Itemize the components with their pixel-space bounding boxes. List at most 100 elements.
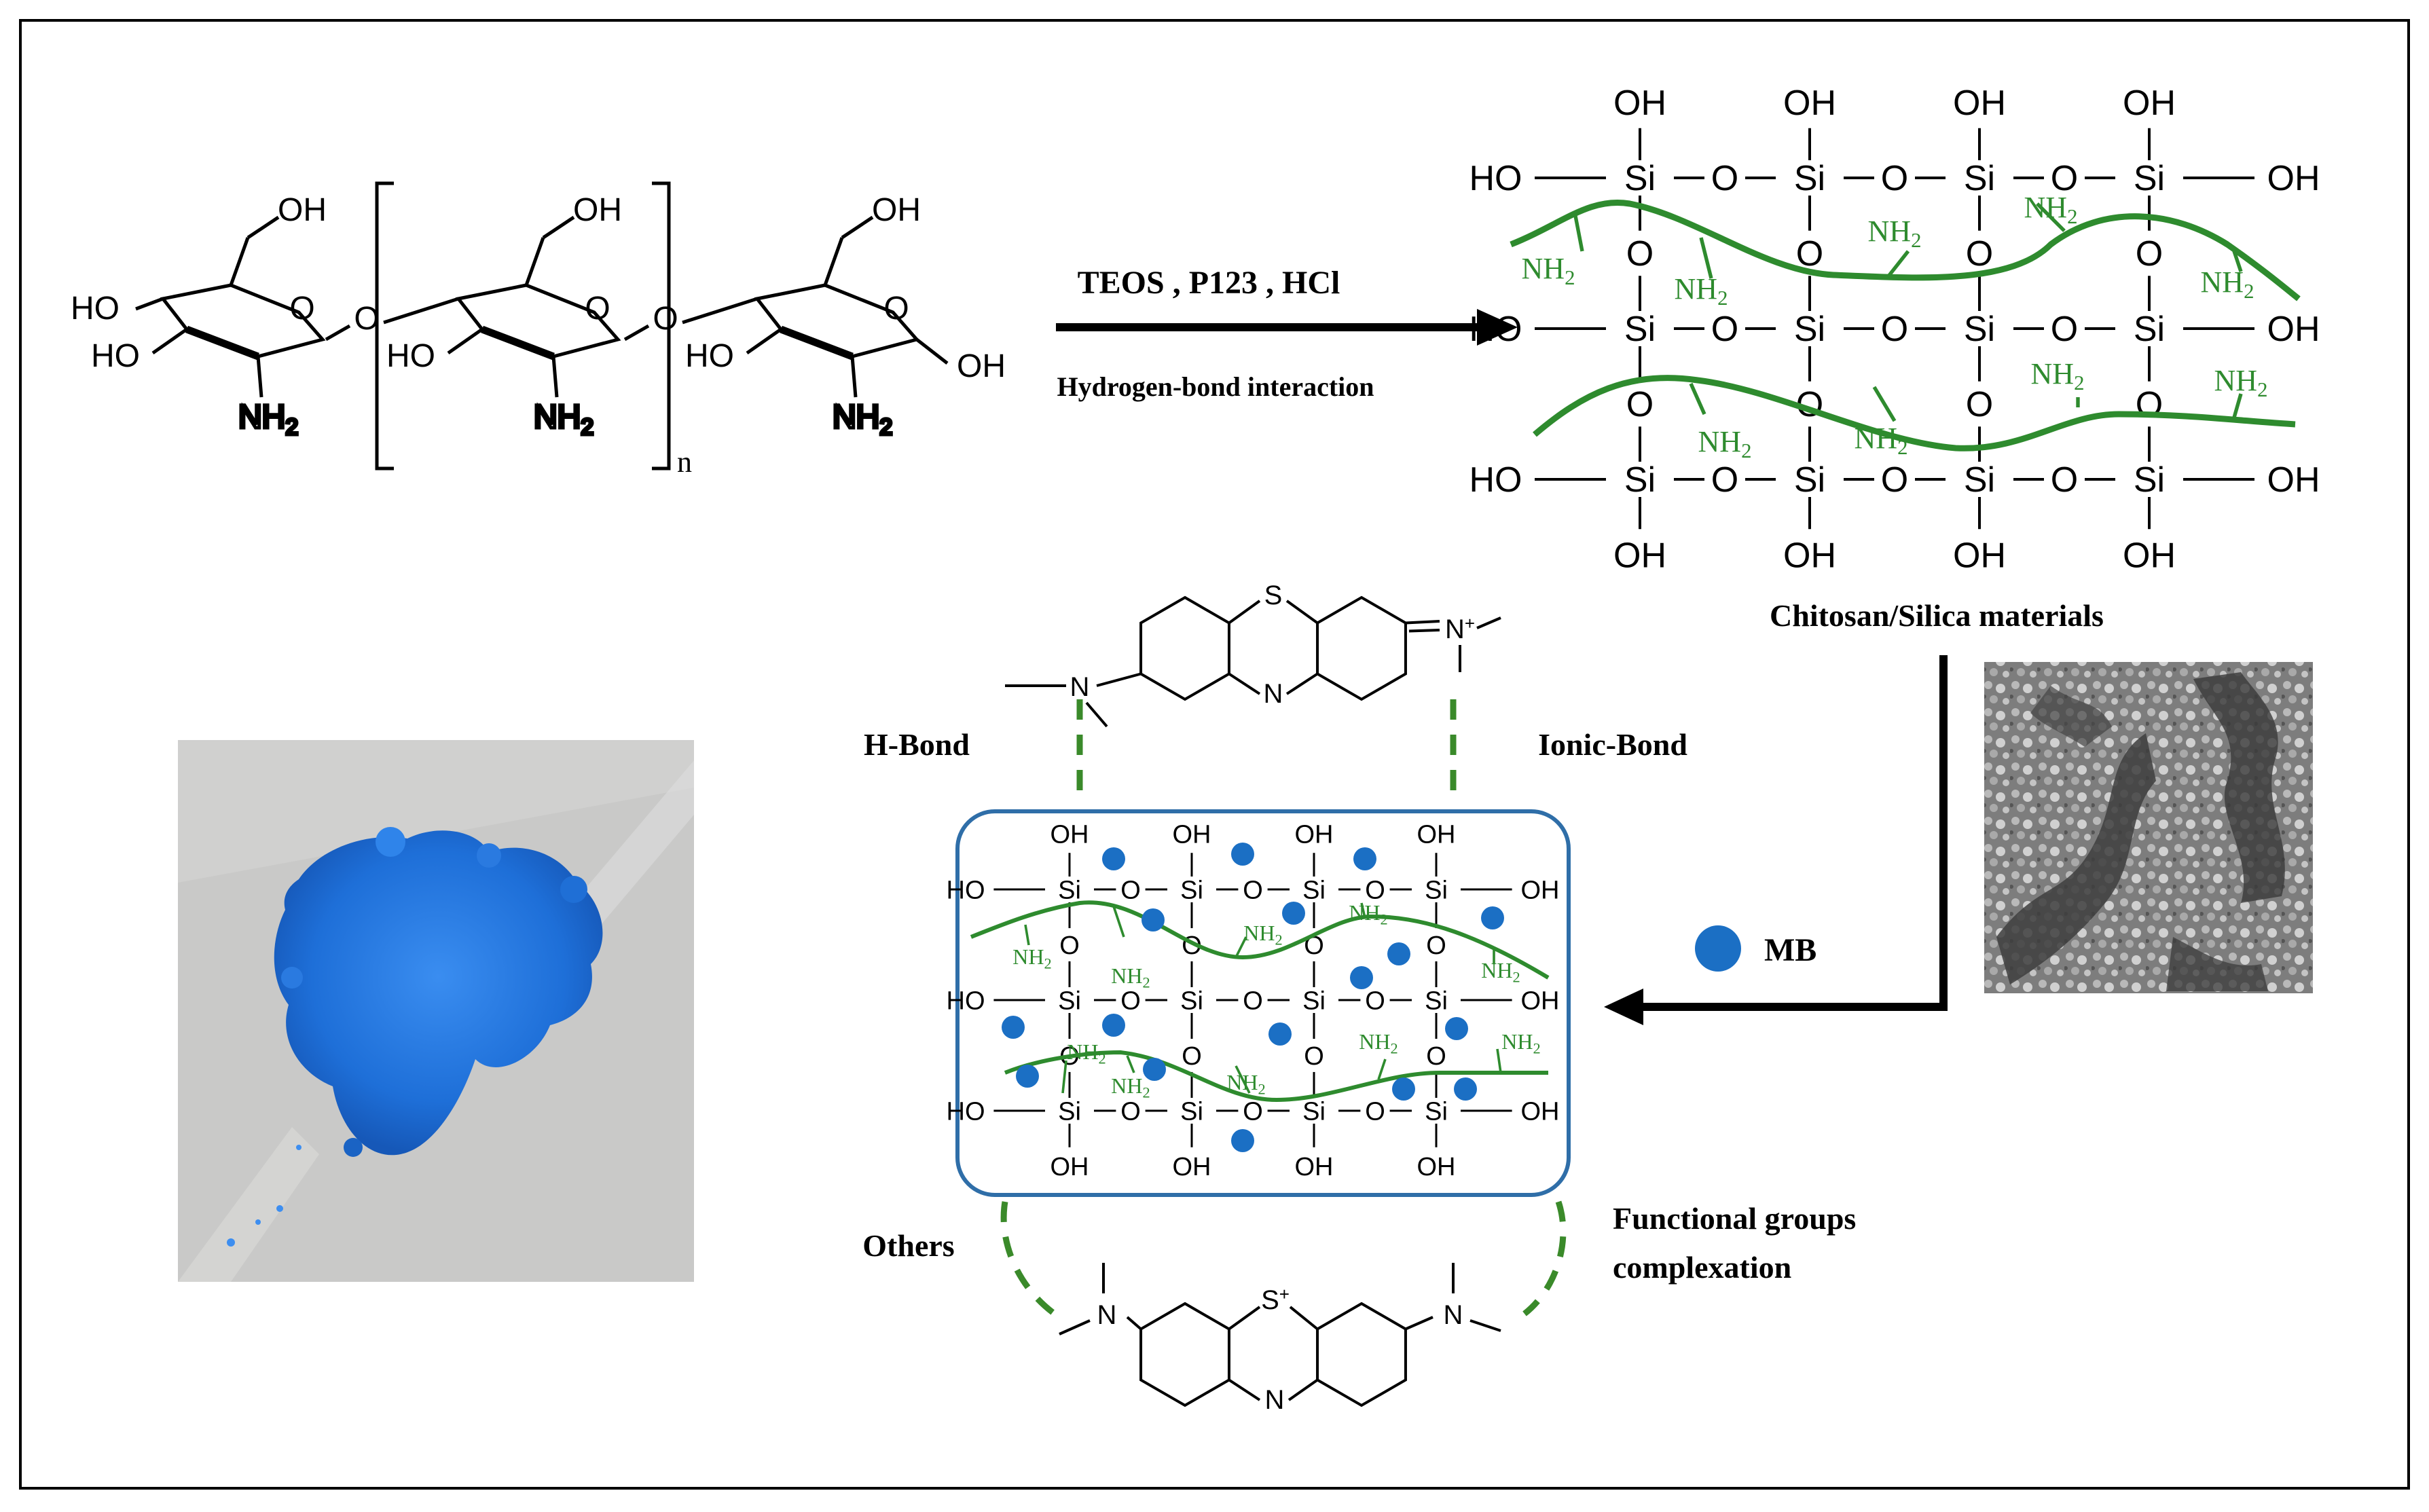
amine-group: NH2 [1868,215,1922,252]
complexation-dashed [1522,1200,1567,1316]
silicon-atom: Si [1058,987,1081,1015]
silicon-atom: Si [1180,987,1203,1015]
terminal-oh: OH [1953,536,2006,576]
ch2oh-hydroxyl: OH [872,192,921,228]
bond-line [682,297,758,325]
amine-group: NH2 [1855,422,1908,459]
product-label: Chitosan/Silica materials [1770,598,2104,633]
silicon-atom: Si [2134,310,2165,349]
terminal-oh: OH [1613,84,1666,123]
mb-dot [1231,843,1254,866]
nitrogen-atom: N [1264,679,1283,709]
adsorbed-network-frame [955,809,1571,1197]
mb-dot [1445,1017,1468,1040]
terminal-ho: HO [947,876,985,904]
silicon-atom: Si [1964,310,1995,349]
bridging-oxygen: O [1711,310,1738,349]
bond-line [823,237,844,286]
bridging-oxygen: O [1304,1042,1324,1071]
c3-hydroxyl: HO [91,338,140,374]
others-label: Others [862,1228,954,1263]
ch2oh-hydroxyl: OH [278,192,327,228]
amine-branch [2036,202,2066,232]
amine-branch [1886,250,1910,278]
silicon-atom: Si [1425,987,1448,1015]
bond-line [542,215,575,240]
bond-line [1096,672,1142,687]
bridging-oxygen: O [1120,1097,1141,1126]
amine-branch [1235,936,1247,958]
amine-group: NH2 [1481,958,1520,986]
bridging-oxygen: O [1365,876,1385,904]
mb-legend-dot [1695,925,1741,972]
silicon-atom: Si [1964,460,1995,500]
bond-line [1469,1319,1501,1332]
terminal-oh: OH [1173,1153,1211,1181]
bond-line [1287,1378,1319,1401]
chitosan-chain [1533,375,2296,451]
reaction-arrow-head [1477,309,1518,346]
iminium-n: N+ [1445,613,1475,644]
silicon-atom: Si [1794,460,1825,500]
amine-group: NH2 [1675,272,1728,310]
terminal-oh: OH [1521,876,1560,904]
mb-dot [1387,942,1410,965]
silicon-atom: Si [1180,876,1203,904]
amine-branch [1496,1048,1502,1073]
amine-group: NH2 [534,399,593,440]
amine-branch [1061,1060,1067,1094]
terminal-oh: OH [2267,460,2320,500]
mb-dot [1454,1077,1477,1101]
amine-branch [1689,382,1706,416]
amine-group: NH2 [833,399,892,440]
terminal-oh: OH [1521,987,1560,1015]
bond-line [1285,600,1319,625]
terminal-oh: OH [2123,536,2176,576]
terminal-oh: OH [2267,159,2320,198]
amine-group: NH2 [1359,1029,1398,1057]
silicon-atom: Si [1425,1097,1448,1126]
terminal-ho: HO [1469,310,1522,349]
amine-branch [1872,386,1897,422]
mb-dot [1102,1014,1125,1037]
terminal-oh: OH [1613,536,1666,576]
ionic-bond-label: Ionic-Bond [1538,727,1687,762]
bond-line [135,297,164,311]
mb-dot [1142,908,1165,932]
c3-hydroxyl: HO [386,338,435,374]
reagents-label: TEOS , P123 , HCl [1078,265,1340,301]
bridging-oxygen: O [1182,1042,1202,1071]
amine-group: NH2 [1226,1070,1265,1098]
bond-line [1228,1306,1261,1331]
bond-line [524,237,545,286]
amine-group: NH2 [238,399,298,440]
amine-group: NH2 [1501,1029,1540,1057]
amine-group: NH2 [1111,1073,1150,1101]
ring-front-edge [185,325,259,361]
amine-branch [1573,215,1584,252]
amine-branch [1112,906,1125,938]
amine-branch [2232,251,2243,272]
bond-line [1405,1316,1433,1331]
dimethylamino-n: N [1444,1300,1463,1330]
powder-photo [178,740,694,1282]
bridging-oxygen: O [1626,234,1654,274]
bridging-oxygen: O [1243,1097,1263,1126]
amine-group: NH2 [2201,265,2254,303]
bridging-oxygen: O [2051,310,2078,349]
mb-dot [1016,1065,1039,1088]
terminal-oh: OH [1953,84,2006,123]
silicon-atom: Si [1624,310,1656,349]
bond-line [841,215,874,240]
mb-dot [1353,847,1376,870]
ring-front-edge [780,325,854,361]
glycosidic-oxygen: O [354,301,379,337]
bond-line [1228,600,1261,625]
mb-dot [1143,1058,1166,1081]
bridging-oxygen: O [1966,385,1993,424]
